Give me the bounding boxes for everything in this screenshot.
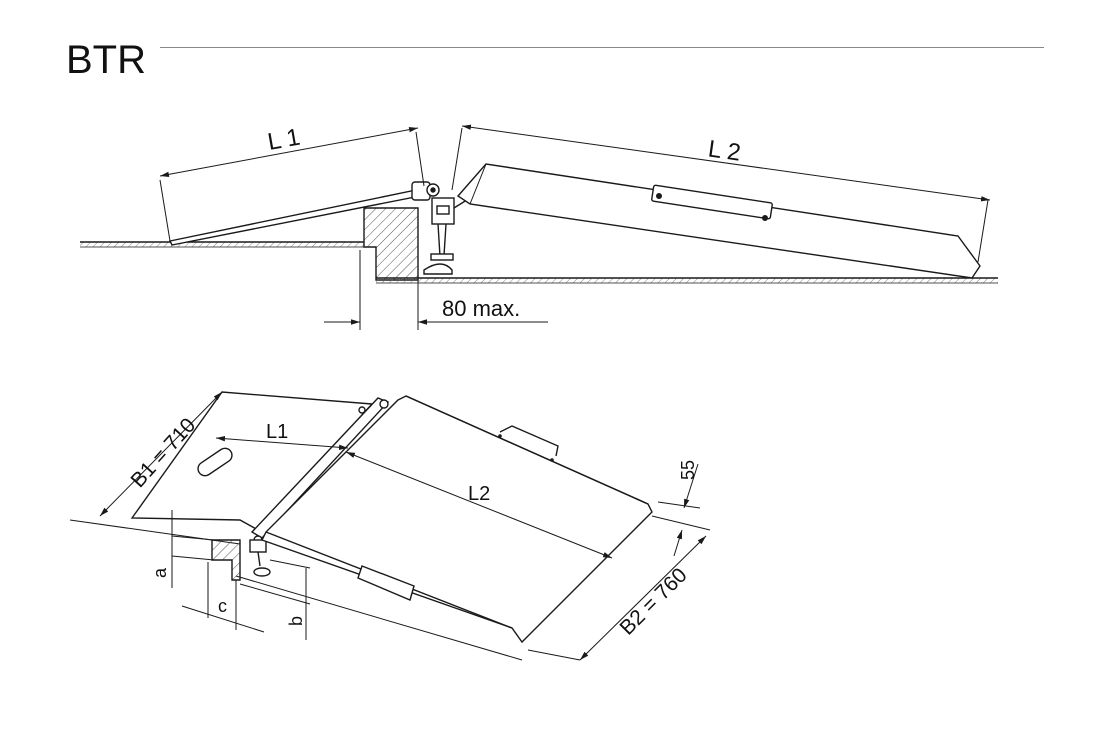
dimension-l1 <box>159 126 425 242</box>
iso-dimension-l2 <box>345 451 613 559</box>
iso-dimension-b2 <box>527 515 711 661</box>
label-l1-side: L 1 <box>266 124 303 156</box>
upper-floor <box>80 241 364 248</box>
ramp-l2 <box>456 163 981 279</box>
page-title: BTR <box>66 38 146 82</box>
lower-floor <box>376 277 998 284</box>
iso-curb <box>211 539 241 581</box>
label-b: b <box>286 616 306 626</box>
label-gap: 80 max. <box>442 296 520 321</box>
label-l2-side: L 2 <box>706 135 742 166</box>
iso-dimension-55 <box>657 463 701 557</box>
dimension-l2 <box>451 124 991 263</box>
dimension-gap <box>324 250 548 330</box>
label-a: a <box>150 567 170 578</box>
label-55: 55 <box>678 460 698 480</box>
label-c: c <box>218 596 227 616</box>
iso-view <box>69 391 711 661</box>
label-l2-iso: L2 <box>468 483 490 505</box>
hinge-support <box>411 181 471 275</box>
label-b2: B2 = 760 <box>616 564 692 640</box>
label-l1-iso: L1 <box>266 421 288 443</box>
iso-dimension-b1 <box>99 391 223 517</box>
side-view <box>80 124 998 330</box>
title-rule <box>160 47 1044 48</box>
curb-block <box>363 207 419 281</box>
iso-dimension-l1 <box>215 435 349 451</box>
iso-dimension-abc <box>171 510 311 640</box>
